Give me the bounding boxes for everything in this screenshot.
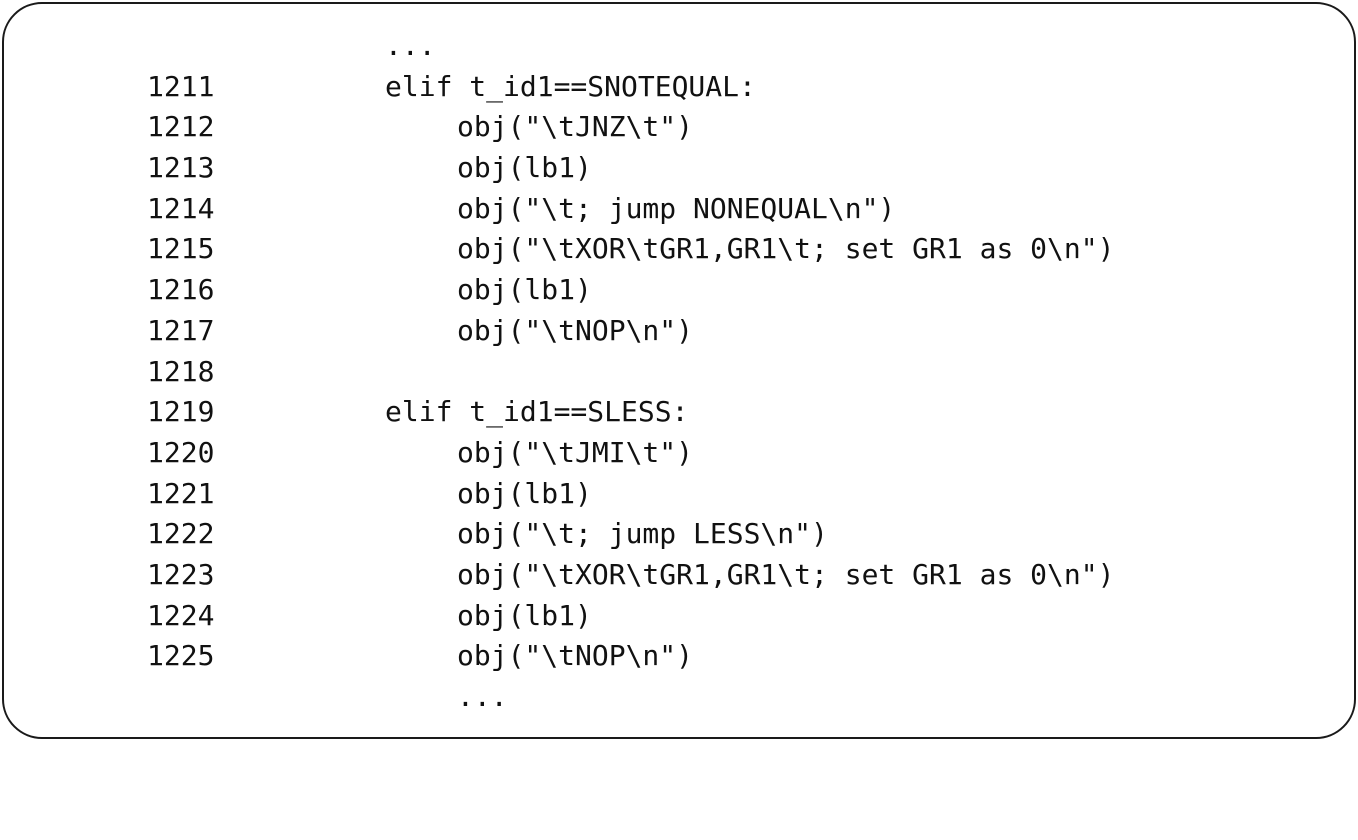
code-line: 1215 obj("\tXOR\tGR1,GR1\t; set GR1 as 0…	[4, 229, 1354, 270]
code-text: obj("\tJMI\t")	[457, 435, 694, 469]
code-line: 1224 obj(lb1)	[4, 596, 1354, 637]
code-text: elif t_id1==SLESS:	[385, 395, 689, 429]
line-number: 1212	[147, 110, 215, 144]
line-number: 1221	[147, 476, 215, 510]
code-text: obj("\tJNZ\t")	[457, 110, 694, 144]
code-text: ...	[457, 680, 508, 713]
line-number: 1213	[147, 151, 215, 185]
line-number: 1220	[147, 435, 215, 469]
code-line: 1214 obj("\t; jump NONEQUAL\n")	[4, 189, 1354, 230]
code-listing-frame: ... 1211 elif t_id1==SNOTEQUAL: 1212 obj…	[2, 2, 1356, 739]
code-line: 1219 elif t_id1==SLESS:	[4, 392, 1354, 433]
line-number: 1222	[147, 517, 215, 551]
code-line: ...	[4, 26, 1354, 67]
line-number: 1219	[147, 395, 215, 429]
code-line: ...	[4, 677, 1354, 718]
code-line: 1223 obj("\tXOR\tGR1,GR1\t; set GR1 as 0…	[4, 555, 1354, 596]
code-line: 1218	[4, 352, 1354, 393]
code-text: obj("\tXOR\tGR1,GR1\t; set GR1 as 0\n")	[457, 557, 1115, 591]
code-text: elif t_id1==SNOTEQUAL:	[385, 69, 756, 103]
code-text: obj("\t; jump NONEQUAL\n")	[457, 191, 896, 225]
code-listing: ... 1211 elif t_id1==SNOTEQUAL: 1212 obj…	[4, 26, 1354, 718]
code-line: 1213 obj(lb1)	[4, 148, 1354, 189]
code-line: 1225 obj("\tNOP\n")	[4, 636, 1354, 677]
line-number: 1214	[147, 191, 215, 225]
code-text: obj(lb1)	[457, 151, 592, 185]
line-number: 1215	[147, 232, 215, 266]
code-line: 1211 elif t_id1==SNOTEQUAL:	[4, 67, 1354, 108]
code-line: 1217 obj("\tNOP\n")	[4, 311, 1354, 352]
code-line: 1212 obj("\tJNZ\t")	[4, 107, 1354, 148]
code-text: obj(lb1)	[457, 598, 592, 632]
line-number: 1216	[147, 273, 215, 307]
line-number: 1218	[147, 354, 215, 388]
line-number: 1217	[147, 313, 215, 347]
line-number: 1224	[147, 598, 215, 632]
code-line: 1216 obj(lb1)	[4, 270, 1354, 311]
code-text: obj("\tNOP\n")	[457, 639, 694, 673]
code-text: obj("\tNOP\n")	[457, 313, 694, 347]
code-text: obj("\tXOR\tGR1,GR1\t; set GR1 as 0\n")	[457, 232, 1115, 266]
code-text: obj(lb1)	[457, 476, 592, 510]
code-text: obj(lb1)	[457, 273, 592, 307]
code-line: 1222 obj("\t; jump LESS\n")	[4, 514, 1354, 555]
line-number: 1223	[147, 557, 215, 591]
code-text: ...	[385, 29, 436, 62]
line-number: 1225	[147, 639, 215, 673]
line-number: 1211	[147, 69, 215, 103]
code-line: 1221 obj(lb1)	[4, 474, 1354, 515]
code-line: 1220 obj("\tJMI\t")	[4, 433, 1354, 474]
code-text: obj("\t; jump LESS\n")	[457, 517, 828, 551]
